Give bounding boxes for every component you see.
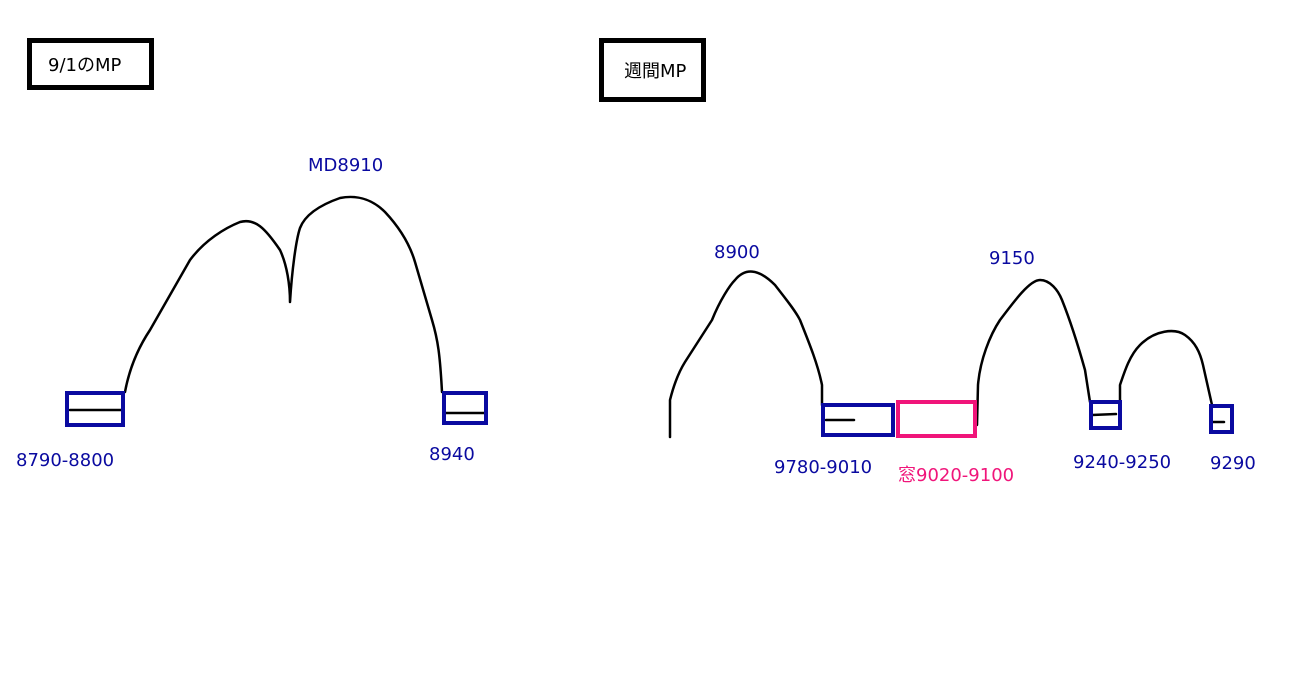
- range2-box: [1089, 400, 1122, 430]
- left-title: 9/1のMP: [48, 55, 122, 76]
- range1-box: [821, 403, 895, 437]
- right-title: 週間MP: [624, 61, 687, 82]
- window-box: [896, 400, 977, 438]
- right-profile-curve-1: [668, 270, 824, 439]
- left-low-box: [65, 391, 125, 427]
- range2-label: 9240-9250: [1073, 452, 1172, 473]
- left-profile-curve: [123, 195, 444, 394]
- right-profile-curve-3: [1118, 329, 1214, 407]
- left-low-label: 8790-8800: [16, 450, 115, 471]
- right-profile-curve-2: [975, 278, 1092, 427]
- range3-box: [1209, 404, 1234, 434]
- range1-label: 9780-9010: [774, 457, 873, 478]
- right-title-box: 週間MP: [599, 38, 706, 102]
- left-high-box: [442, 391, 488, 425]
- window-label: 窓9020-9100: [898, 465, 1015, 486]
- left-title-box: 9/1のMP: [27, 38, 154, 90]
- peak2-label: 9150: [989, 248, 1035, 269]
- left-peak-label: MD8910: [308, 155, 384, 176]
- peak1-label: 8900: [714, 242, 760, 263]
- range3-label: 9290: [1210, 453, 1256, 474]
- left-high-label: 8940: [429, 444, 475, 465]
